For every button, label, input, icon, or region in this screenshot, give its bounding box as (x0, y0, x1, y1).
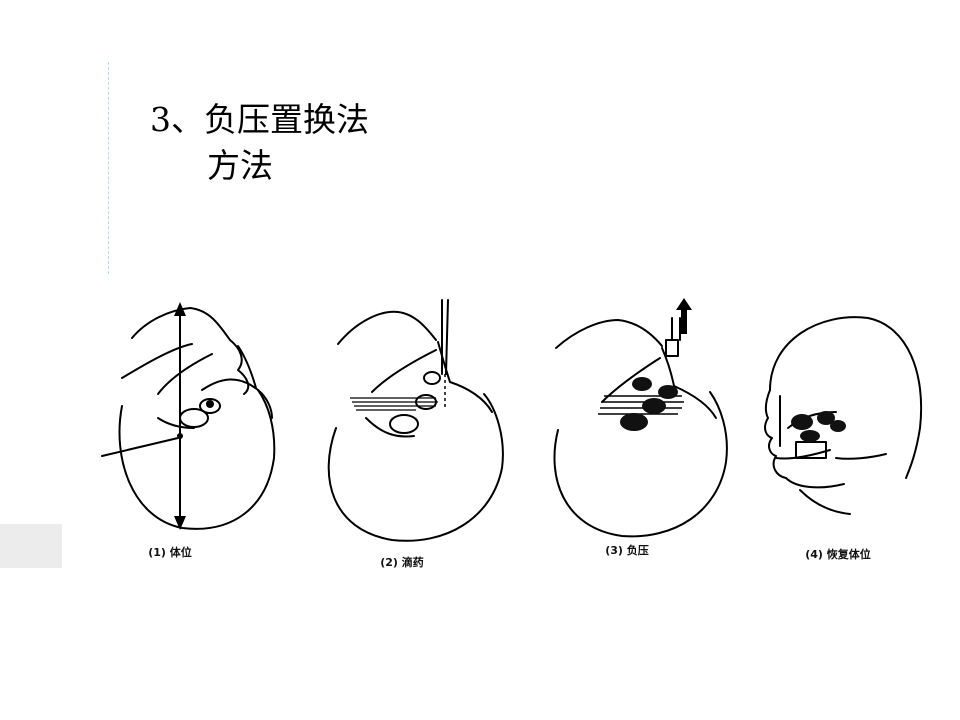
slide-title: 3、负压置换法 (150, 100, 369, 139)
diagram-drip-medicine (327, 299, 504, 542)
panel-caption-4: (4) 恢复体位 (805, 548, 871, 561)
panel-caption-1: (1) 体位 (148, 546, 192, 559)
guide-line (108, 62, 109, 274)
diagram-head-position (101, 302, 276, 530)
panel-caption-3: (3) 负压 (605, 544, 649, 557)
slide-subtitle: 方法 (207, 146, 273, 185)
panel-negative-pressure: (3) 负压 (522, 278, 732, 586)
panel-drip: (2) 滴药 (296, 278, 508, 586)
diagram-negative-pressure (553, 298, 728, 538)
panel-caption-2: (2) 滴药 (380, 556, 424, 569)
panel-restore-position: (4) 恢复体位 (740, 278, 936, 586)
side-gray-block (0, 524, 62, 568)
diagram-restore-position (764, 316, 923, 515)
panel-position: (1) 体位 (62, 278, 278, 586)
